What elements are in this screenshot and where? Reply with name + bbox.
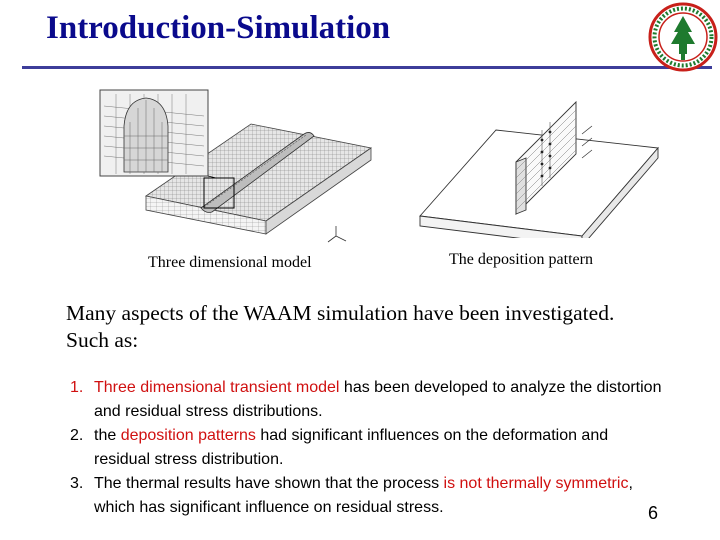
- item-text: The thermal results have shown that the …: [94, 475, 444, 492]
- highlight-text: is not thermally symmetric: [443, 475, 629, 492]
- slide-title: Introduction-Simulation: [46, 10, 391, 46]
- highlight-text: deposition patterns: [120, 427, 256, 444]
- highlight-text: Three dimensional transient model: [94, 379, 340, 396]
- item-number: 3.: [70, 475, 84, 492]
- university-emblem-logo: [648, 2, 718, 72]
- intro-line: Such as:: [66, 328, 139, 352]
- left-figure-caption: Three dimensional model: [148, 254, 312, 271]
- list-item: 2. the deposition patterns had significan…: [66, 424, 666, 472]
- three-dimensional-model-figure: [99, 89, 372, 243]
- item-number: 2.: [70, 427, 84, 444]
- deposition-pattern-figure: [419, 100, 659, 238]
- item-number: 1.: [70, 379, 84, 396]
- intro-paragraph: Many aspects of the WAAM simulation have…: [66, 300, 706, 354]
- right-figure-caption: The deposition pattern: [449, 251, 593, 268]
- intro-line: Many aspects of the WAAM simulation have…: [66, 301, 615, 325]
- item-text: the: [94, 427, 121, 444]
- item-text: has been developed to analyze the distor…: [94, 379, 662, 420]
- list-item: 1. Three dimensional transient model has …: [66, 376, 666, 424]
- item-text: , which has significant influence on res…: [94, 475, 633, 516]
- title-underline: [22, 66, 712, 69]
- page-number: 6: [648, 503, 659, 523]
- item-text: had significant influences on the deform…: [94, 427, 609, 468]
- findings-list: 1. Three dimensional transient model has …: [66, 376, 666, 520]
- list-item: 3. The thermal results have shown that th…: [66, 472, 666, 520]
